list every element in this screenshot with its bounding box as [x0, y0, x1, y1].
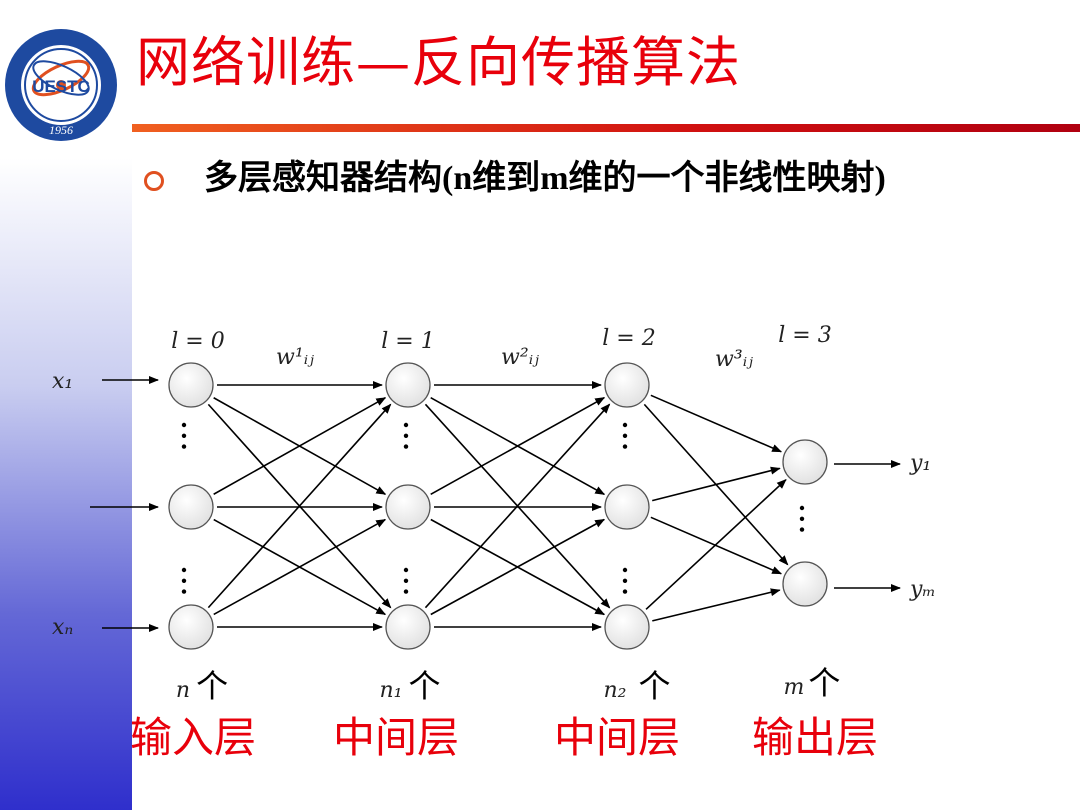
ellipsis-dot-1-0-0: [403, 422, 409, 428]
edge-1-2-0: [424, 403, 611, 609]
ellipsis-dot-1-0-2: [403, 444, 409, 449]
bullet-circle-icon: [144, 170, 164, 191]
layer-name-2: 中间层: [554, 713, 680, 762]
layer-level-label-2: l = 2: [602, 326, 655, 351]
title-underline: [132, 124, 1080, 132]
neuron-0-1: [168, 484, 214, 530]
edge-0-1-0: [213, 397, 387, 495]
edge-0-2-1: [213, 518, 387, 616]
ellipsis-dot-0-0-1: [181, 433, 187, 438]
edge-2-1-0: [652, 466, 781, 502]
bullet-row: 多层感知器结构(n维到m维的一个非线性映射): [144, 150, 886, 199]
ellipsis-dot-3-0-0: [799, 505, 805, 511]
weight-label-2: w²ᵢⱼ: [501, 345, 539, 370]
ellipsis-dot-1-1-0: [403, 567, 409, 573]
ellipsis-dot-1-1-1: [403, 578, 409, 583]
layer-name-3: 输出层: [752, 713, 878, 762]
neuron-3-0: [782, 439, 828, 485]
logo-text: UESTC: [32, 77, 90, 96]
edge-1-1-0: [430, 396, 606, 496]
slide-title: 网络训练—反向传播算法: [136, 31, 741, 94]
neuron-0-0: [168, 362, 214, 408]
neuron-2-0: [604, 362, 650, 408]
connection-edges: [90, 376, 901, 632]
neuron-1-0: [385, 362, 431, 408]
bullet-text: 多层感知器结构(n维到m维的一个非线性映射): [204, 160, 886, 197]
neuron-2-2: [604, 604, 650, 650]
edge-2-2-1: [652, 588, 781, 622]
ellipsis-dot-2-0-1: [622, 433, 628, 438]
input-label-x1: x₁: [52, 369, 73, 394]
layer-name-0: 输入层: [130, 713, 256, 762]
sidebar-gradient: [0, 158, 132, 810]
logo-year: 1956: [49, 123, 73, 137]
ellipsis-dot-2-1-2: [622, 589, 628, 594]
edge-0-2-0: [207, 403, 392, 609]
weight-label-1: w¹ᵢⱼ: [276, 345, 314, 370]
ellipsis-dot-2-1-1: [622, 578, 628, 583]
weight-label-3: w³ᵢⱼ: [715, 347, 753, 372]
ellipsis-dot-0-0-2: [181, 444, 187, 449]
neuron-3-1: [782, 561, 828, 607]
ellipsis-dot-0-1-1: [181, 578, 187, 583]
ellipsis-dot-3-0-1: [799, 516, 805, 521]
layer-level-label-0: l = 0: [171, 329, 224, 354]
edge-2-2-0: [645, 478, 787, 610]
ellipsis-dot-2-1-0: [622, 567, 628, 573]
layer-level-label-1: l = 1: [381, 329, 434, 354]
ellipsis-dot-2-0-2: [622, 444, 628, 449]
neuron-1-2: [385, 604, 431, 650]
ellipsis-dot-3-0-2: [799, 527, 805, 532]
edge-1-2-1: [430, 518, 606, 616]
layer-level-label-3: l = 3: [778, 323, 831, 348]
output-label-y1: y₁: [909, 451, 931, 476]
layer-name-1: 中间层: [333, 713, 459, 762]
ellipsis-dot-1-0-1: [403, 433, 409, 438]
ellipsis-dot-0-1-2: [181, 589, 187, 594]
ellipsis-dot-0-1-0: [181, 567, 187, 573]
ellipsis-dot-2-0-0: [622, 422, 628, 428]
neuron-nodes: [168, 362, 828, 650]
neuron-2-1: [604, 484, 650, 530]
neuron-1-1: [385, 484, 431, 530]
university-logo: UESTC 1956: [5, 29, 117, 141]
ellipsis-dot-1-1-2: [403, 589, 409, 594]
ellipsis-dots: [181, 422, 805, 594]
edge-2-0-0: [650, 394, 783, 453]
output-label-ym: yₘ: [909, 577, 936, 602]
ellipsis-dot-0-0-0: [181, 422, 187, 428]
neuron-0-2: [168, 604, 214, 650]
input-label-xn: xₙ: [52, 615, 73, 640]
